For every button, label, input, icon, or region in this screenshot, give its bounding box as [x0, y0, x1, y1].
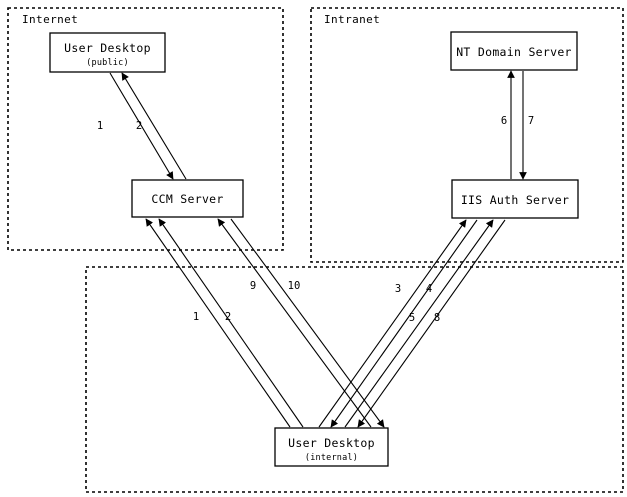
node-user-desktop-public[interactable]: User Desktop (public)	[49, 32, 166, 73]
flow-group-internal-iis-outer	[344, 219, 506, 428]
flow-2-internal-line	[158, 218, 304, 428]
zone-internet: Internet	[7, 7, 284, 251]
step-labels: 1 2 1 2 3 4 5 6 7 8 9 10	[97, 115, 534, 324]
node-nt-domain-server[interactable]: NT Domain Server	[450, 31, 578, 71]
step-label-7: 7	[528, 115, 534, 127]
step-label-3: 3	[395, 283, 401, 295]
step-label-5: 5	[409, 312, 415, 324]
step-label-2-internal: 2	[225, 311, 231, 323]
flow-3-line	[318, 219, 467, 428]
user-desktop-public-label: User Desktop	[64, 41, 151, 55]
user-desktop-internal-sublabel: (internal)	[305, 453, 358, 463]
user-desktop-public-box[interactable]	[49, 32, 166, 73]
nt-domain-server-label: NT Domain Server	[456, 45, 572, 59]
iis-auth-server-label: IIS Auth Server	[461, 193, 569, 207]
node-ccm-server[interactable]: CCM Server	[131, 179, 244, 218]
flow-group-ccm-internal-right	[217, 218, 385, 428]
zone-intranet-label: Intranet	[324, 13, 380, 26]
node-user-desktop-internal[interactable]: User Desktop (internal)	[274, 427, 389, 467]
flow-group-iis-nt	[507, 70, 527, 180]
step-label-4: 4	[426, 283, 432, 295]
node-iis-auth-server[interactable]: IIS Auth Server	[451, 179, 579, 219]
ccm-server-box[interactable]	[131, 179, 244, 218]
flow-group-public-ccm	[109, 72, 187, 180]
iis-auth-server-box[interactable]	[451, 179, 579, 219]
step-label-9: 9	[250, 280, 256, 292]
step-label-2-public: 2	[136, 120, 142, 132]
step-label-8: 8	[434, 312, 440, 324]
zone-intranet-border	[310, 7, 624, 263]
flow-10-line	[230, 218, 385, 428]
step-label-1-internal: 1	[193, 311, 199, 323]
user-desktop-internal-label: User Desktop	[288, 436, 375, 450]
zone-lan	[85, 266, 624, 493]
flow-group-internal-ccm-left	[145, 218, 304, 428]
user-desktop-internal-box[interactable]	[274, 427, 389, 467]
ccm-server-label: CCM Server	[151, 192, 223, 206]
nt-domain-server-box[interactable]	[450, 31, 578, 71]
flow-1-internal-line	[145, 218, 291, 428]
flow-5-line	[344, 219, 494, 428]
flow-8-line	[357, 219, 506, 428]
zone-lan-border	[85, 266, 624, 493]
flow-2-public-line	[121, 72, 187, 180]
flow-4-line	[330, 219, 478, 428]
step-label-1-public: 1	[97, 120, 103, 132]
zone-intranet: Intranet	[310, 7, 624, 263]
user-desktop-public-sublabel: (public)	[86, 58, 129, 68]
zone-internet-label: Internet	[22, 13, 78, 26]
step-label-6: 6	[501, 115, 507, 127]
flow-group-internal-iis-inner	[318, 219, 478, 428]
step-label-10: 10	[288, 280, 301, 292]
flow-1-public-line	[109, 72, 174, 180]
zone-internet-border	[7, 7, 284, 251]
flow-9-line	[217, 218, 372, 428]
